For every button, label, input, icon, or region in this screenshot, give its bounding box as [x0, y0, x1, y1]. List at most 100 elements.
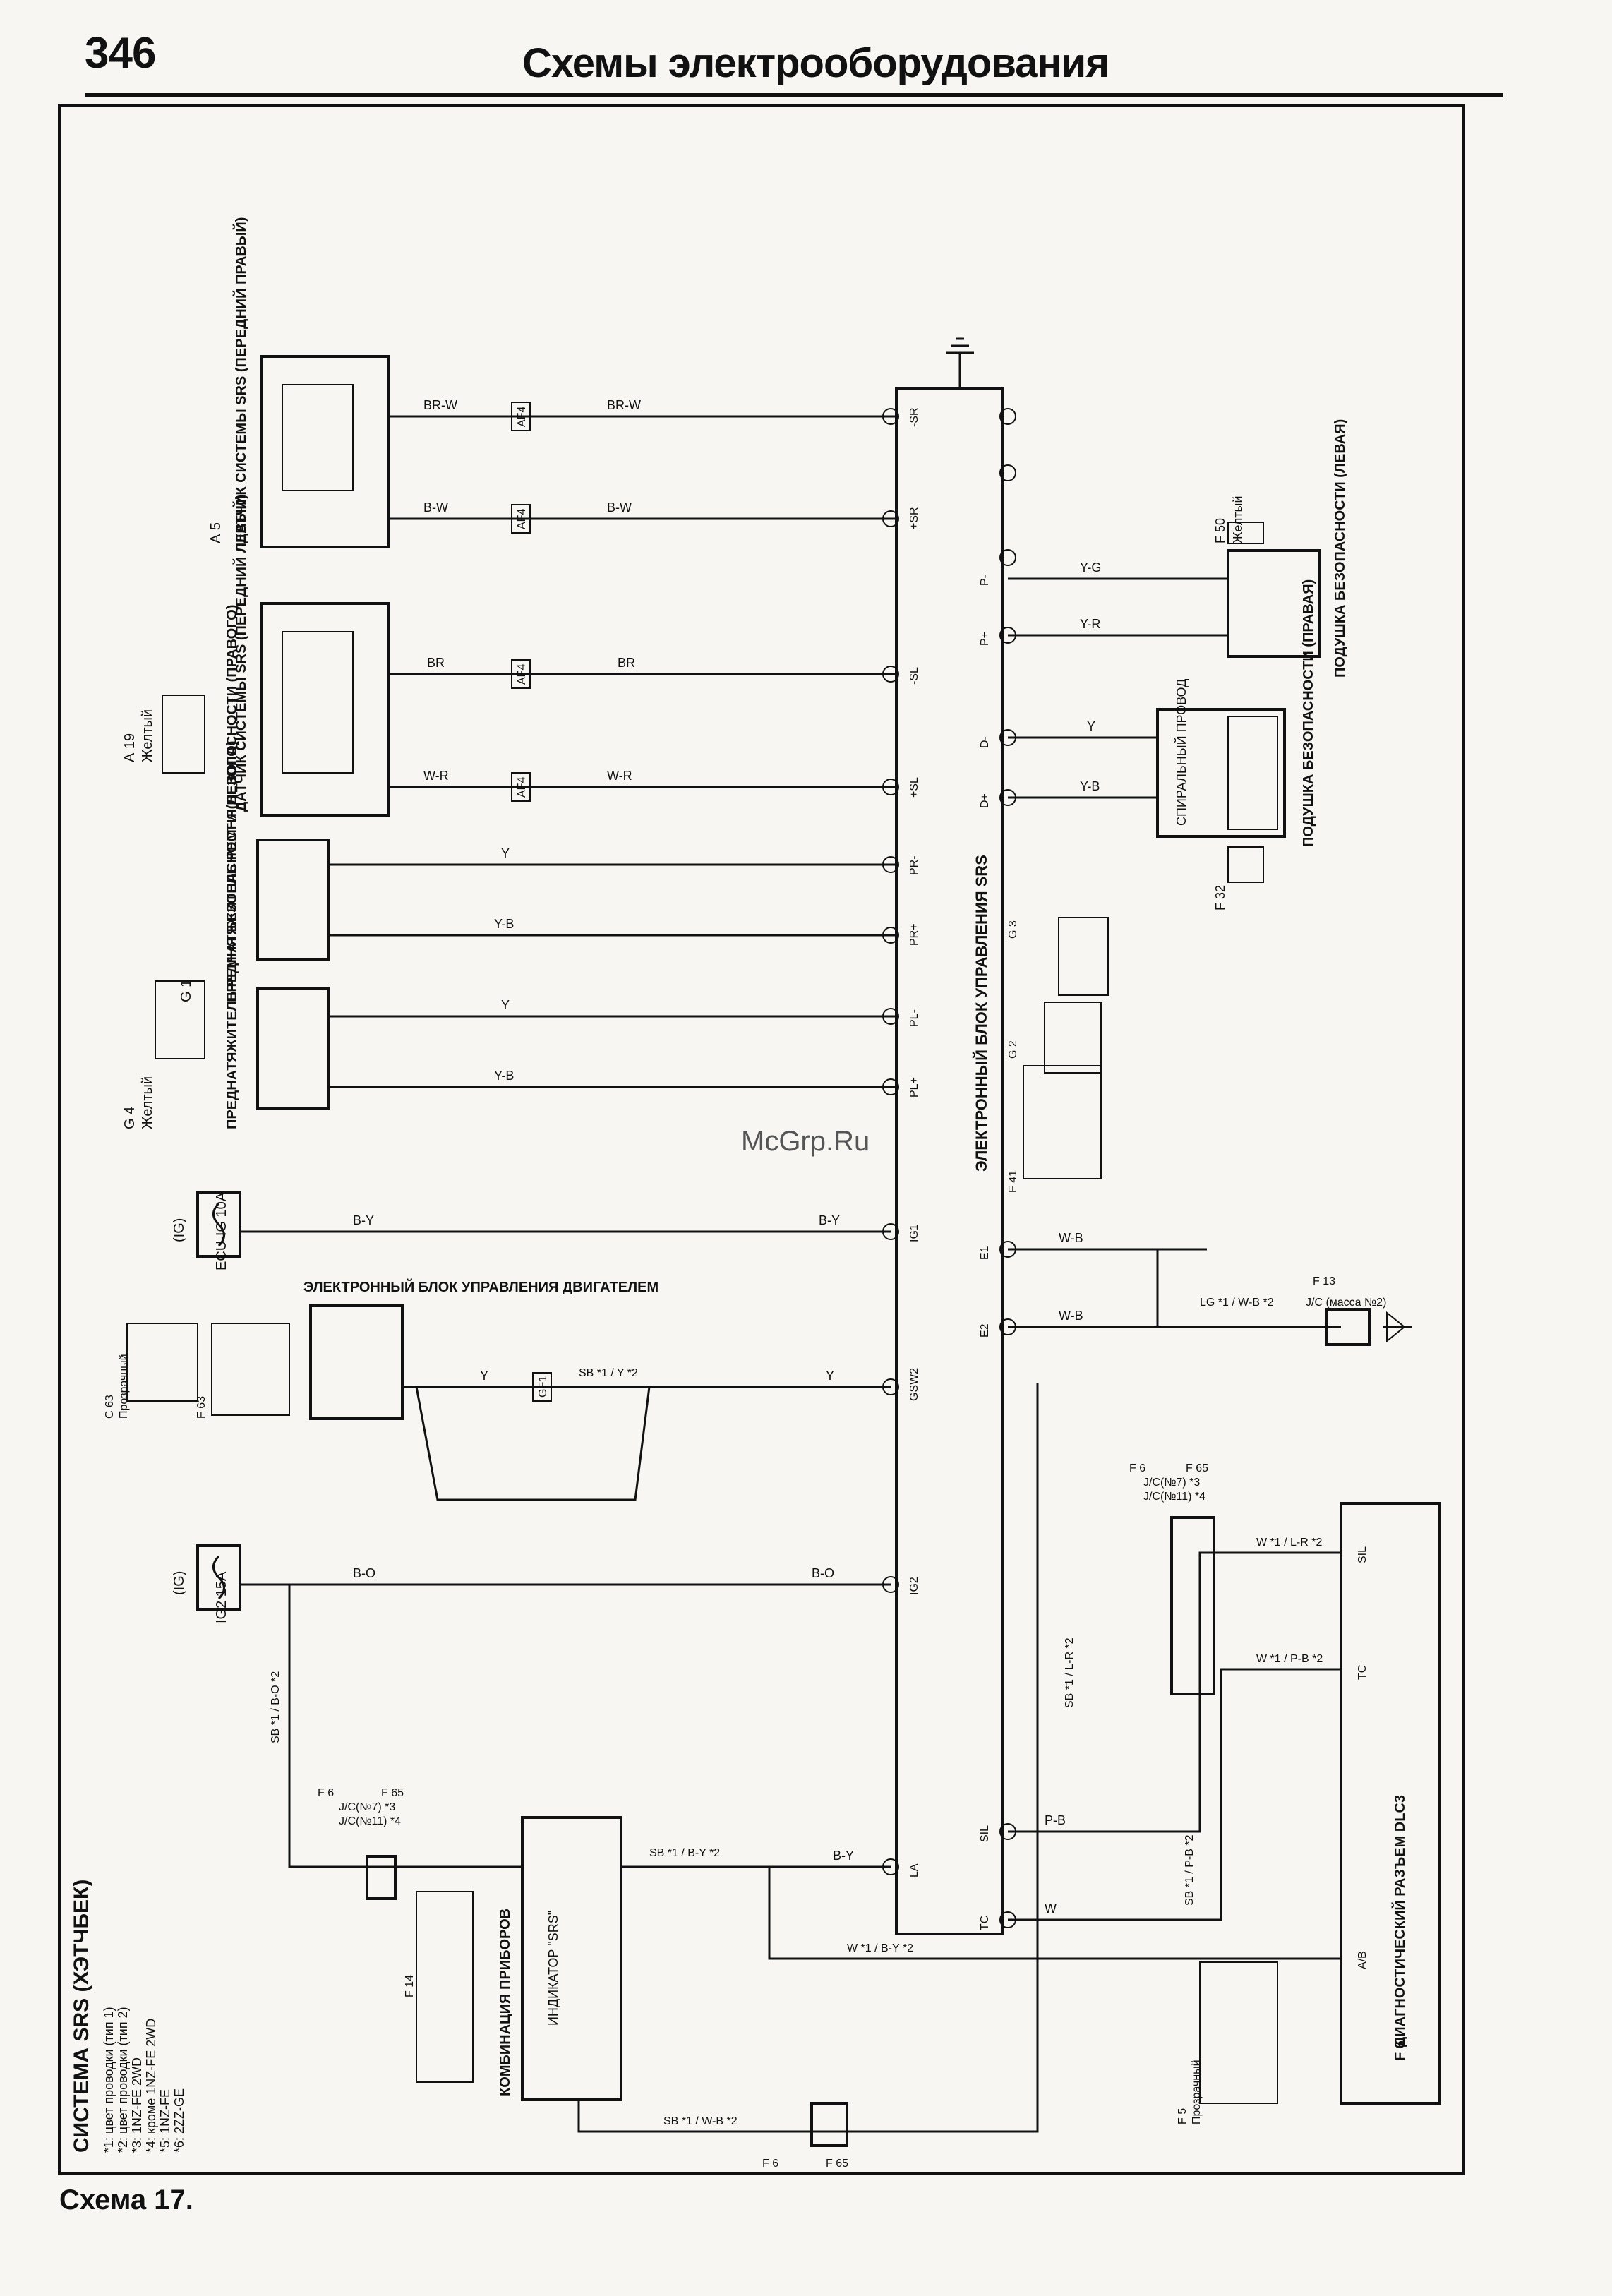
- jc-block-lower: [366, 1855, 397, 1900]
- footnotes: *1: цвет проводки (тип 1) *2: цвет прово…: [102, 2007, 186, 2153]
- airbag-left-ref: F 50: [1213, 518, 1227, 543]
- wire-ig2-down: [288, 1585, 522, 1868]
- wire-label: W-R: [607, 769, 632, 783]
- dlc3-ref: F 6: [1393, 2040, 1408, 2061]
- wire-label: P-B: [1045, 1813, 1066, 1827]
- dlc3-connector: ДИАГНОСТИЧЕСКИЙ РАЗЪЕМ DLC3 F 6 SIL TC A…: [1340, 1502, 1441, 2105]
- wire-code-sb-bo: SB *1 / B-O *2: [270, 1671, 282, 1743]
- wire-code-sb-y: SB *1 / Y *2: [579, 1367, 638, 1379]
- wire-label: B-O: [353, 1566, 375, 1580]
- wire-label: B-Y: [833, 1849, 854, 1863]
- pretensioner-right-label: ПРЕДНАТЯЖИТЕЛЬ РЕМНЯ БЕЗОПАСНОСТИ (ПРАВО…: [224, 605, 240, 1002]
- ecu-right-pins: [999, 408, 1016, 1928]
- connector-ref-f5: F 5: [1177, 2108, 1189, 2124]
- wire-sil-dlc: [1008, 1551, 1341, 1833]
- sensor-left-color: Желтый: [140, 709, 155, 762]
- ecu-pin-name: +SL: [908, 777, 920, 798]
- airbag-right-label: ПОДУШКА БЕЗОПАСНОСТИ (ПРАВАЯ): [1301, 579, 1316, 847]
- wire-code-w-pb: W *1 / P-B *2: [1256, 1653, 1323, 1665]
- airbag-left-color: Желтый: [1231, 495, 1245, 543]
- ecu-pin-name: D+: [979, 793, 991, 808]
- wire-label: Y: [501, 998, 510, 1012]
- airbag-wires: [1008, 577, 1228, 799]
- wire-ground-jc: [1156, 1249, 1341, 1328]
- pretensioner-left-ref: G 4: [122, 1107, 138, 1129]
- wire-code-lg-wb: LG *1 / W-B *2: [1200, 1297, 1274, 1309]
- wire-label: Y: [480, 1369, 488, 1383]
- engine-ecu-label: ЭЛЕКТРОННЫЙ БЛОК УПРАВЛЕНИЯ ДВИГАТЕЛЕМ: [303, 1278, 658, 1295]
- jc-f65-ref: F 65: [1186, 1462, 1208, 1474]
- ecu-pin-name: PR+: [908, 923, 920, 946]
- ecu-pin-name: P-: [979, 575, 991, 586]
- wire-label: Y: [826, 1369, 834, 1383]
- footnote: *5: 1NZ-FE: [158, 2089, 172, 2153]
- diagram-frame: [58, 104, 1465, 2175]
- footnote: *1: цвет проводки (тип 1): [102, 2007, 116, 2153]
- af4-label-4: AF4: [516, 777, 528, 798]
- dlc3-label: ДИАГНОСТИЧЕСКИЙ РАЗЪЕМ DLC3: [1391, 1795, 1408, 2047]
- ecu-pin-name: -SR: [908, 407, 920, 427]
- ecu-pin-name: -SL: [908, 667, 920, 685]
- sensor-right-ref: А 5: [208, 522, 224, 543]
- pretensioner-left: ПРЕДНАТЯЖИТЕЛЬ РЕМНЯ БЕЗОПАСНОСТИ (ЛЕВОГ…: [122, 741, 330, 1129]
- ecu-pin-name: PR-: [908, 855, 920, 875]
- gf1-connector: [532, 1372, 552, 1402]
- wire-ab-dlc: [768, 1867, 1341, 1960]
- fuse-ig2: IG2 15A (IG): [172, 1544, 241, 1623]
- wire-label: BR: [618, 656, 635, 670]
- jc-f6-ref-2: F 6: [318, 1787, 334, 1799]
- dlc-pin-sil: SIL: [1357, 1546, 1369, 1563]
- wire-label: Y: [501, 846, 510, 860]
- airbag-left-label: ПОДУШКА БЕЗОПАСНОСТИ (ЛЕВАЯ): [1333, 419, 1348, 678]
- wire-label: W-B: [1059, 1309, 1083, 1323]
- wire-label: BR-W: [607, 398, 641, 412]
- page-number: 346: [85, 29, 156, 78]
- connector-f5-color: Прозрачный: [1191, 2060, 1203, 2124]
- system-title: СИСТЕМА SRS (ХЭТЧБЕК): [70, 1880, 93, 2153]
- wire-label: W-B: [1059, 1231, 1083, 1245]
- srs-indicator-label: ИНДИКАТОР "SRS": [546, 1911, 560, 2026]
- jc-block-bottom: [810, 2102, 848, 2147]
- sensor-wires: [328, 415, 896, 1088]
- pretensioner-right-ref: G 1: [179, 980, 194, 1002]
- wire-label: B-O: [812, 1566, 834, 1580]
- jc-f65-ref-3: F 65: [826, 2158, 848, 2170]
- connector-face-icons: [126, 522, 1278, 2104]
- sensor-left-ref: А 19: [122, 733, 138, 762]
- wire-code-w-by: W *1 / B-Y *2: [847, 1942, 913, 1954]
- header-divider: [85, 93, 1503, 97]
- connector-c63-color: Прозрачный: [118, 1354, 130, 1419]
- figure-caption: Схема 17.: [59, 2184, 193, 2216]
- connector-ref-c63: C 63: [104, 1395, 116, 1419]
- fuse-ecu-ig: ECU-IG 10A (IG): [172, 1191, 241, 1270]
- jc11-ref-2: J/C(№11) *4: [339, 1815, 401, 1827]
- ecu-pin-name: IG2: [908, 1577, 920, 1595]
- spiral-label: СПИРАЛЬНЫЙ ПРОВОД: [1174, 679, 1189, 826]
- wire-label: Y-G: [1080, 560, 1101, 575]
- jc7-ref: J/C(№7) *3: [1143, 1477, 1200, 1489]
- wire-label: Y-R: [1080, 617, 1100, 631]
- dlc-pin-ab: A/B: [1357, 1951, 1369, 1969]
- wire-code-sb-wb: SB *1 / W-B *2: [663, 2115, 738, 2127]
- jc-f65-ref-2: F 65: [381, 1787, 404, 1799]
- ecu-pin-name: SIL: [979, 1825, 991, 1842]
- page-title: Схемы электрооборудования: [522, 40, 1109, 86]
- instrument-cluster: КОМБИНАЦИЯ ПРИБОРОВ ИНДИКАТОР "SRS": [498, 1816, 622, 2101]
- jc11-ref: J/C(№11) *4: [1143, 1491, 1205, 1503]
- footnote: *4: кроме 1NZ-FE 2WD: [144, 2019, 158, 2153]
- wire-cluster-bottom: [577, 1383, 1039, 2133]
- instrument-cluster-label: КОМБИНАЦИЯ ПРИБОРОВ: [498, 1909, 513, 2096]
- ecu-pin-name: TC: [979, 1916, 991, 1930]
- ecu-pin-name: E1: [979, 1246, 991, 1260]
- jc-f6-ref-3: F 6: [762, 2158, 778, 2170]
- wire-tc-dlc: [1008, 1668, 1341, 1921]
- jc-ground-box: [1325, 1308, 1371, 1346]
- spiral-and-airbag-right: СПИРАЛЬНЫЙ ПРОВОД ПОДУШКА БЕЗОПАСНОСТИ (…: [1156, 579, 1316, 910]
- connector-ref-g2: G 2: [1007, 1040, 1019, 1059]
- wire-label: Y-B: [494, 917, 514, 931]
- ecu-pin-name: GSW2: [908, 1368, 920, 1401]
- pretensioner-right: ПРЕДНАТЯЖИТЕЛЬ РЕМНЯ БЕЗОПАСНОСТИ (ПРАВО…: [179, 605, 330, 1002]
- ig-label: (IG): [172, 1218, 187, 1242]
- jc7-ref-2: J/C(№7) *3: [339, 1801, 395, 1813]
- ecu-pin-name: LA: [908, 1863, 920, 1877]
